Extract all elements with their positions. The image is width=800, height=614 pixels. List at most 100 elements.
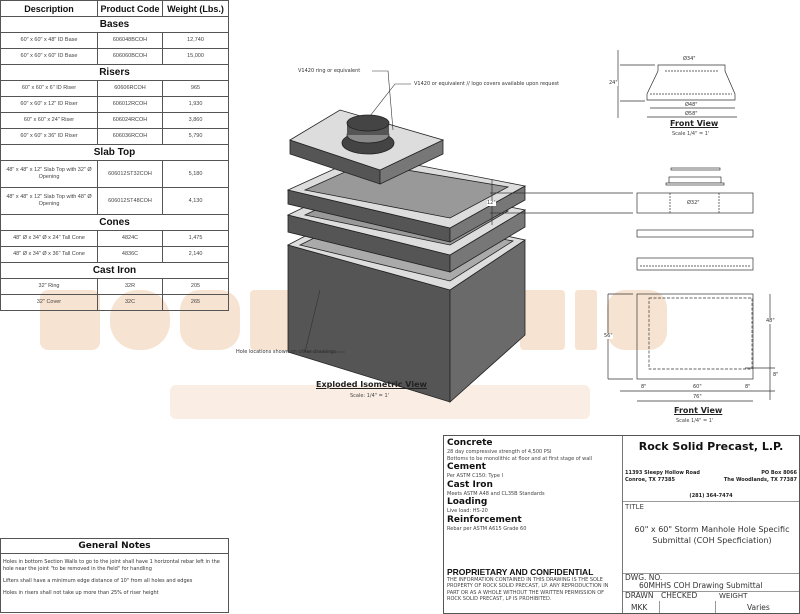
- weight-cell: 5,790: [162, 128, 229, 145]
- base-front-view: [607, 293, 775, 402]
- riser-views: [636, 229, 754, 271]
- weight-cell: 3,860: [162, 112, 229, 129]
- weight-value: Varies: [747, 603, 770, 612]
- cone-view-title: Front View: [670, 119, 719, 128]
- dim-base-inner-height: 48": [766, 318, 775, 324]
- iso-view-scale: Scale: 1/4" = 1': [350, 393, 389, 399]
- weight-cell: 265: [162, 294, 229, 311]
- note-item: Lifters shall have a minimum edge distan…: [3, 578, 193, 584]
- address-1: 11393 Sleepy Hollow Road Conroe, TX 7738…: [625, 470, 700, 484]
- slab-front-view: [490, 180, 754, 225]
- notes-title: General Notes: [1, 539, 228, 554]
- section-header: Slab Top: [0, 144, 229, 161]
- product-code-cell: 606048BCOH: [97, 32, 163, 49]
- dim-slab-height: 12": [487, 200, 496, 206]
- weight-label: WEIGHT: [719, 592, 748, 600]
- table-row: 48" x 48" x 12" Slab Top with 48" Ø Open…: [0, 187, 229, 215]
- description-cell: 60" x 60" x 24" Riser: [0, 112, 98, 129]
- base-view-scale: Scale 1/4" = 1': [676, 418, 714, 424]
- description-cell: 48" x 48" x 12" Slab Top with 48" Ø Open…: [0, 187, 98, 215]
- weight-cell: 4,130: [162, 187, 229, 215]
- cast-iron-views: [665, 167, 725, 186]
- dim-outer-width: 76": [693, 394, 702, 400]
- description-cell: 32" Cover: [0, 294, 98, 311]
- product-code-cell: 606024RCOH: [97, 112, 163, 129]
- spec-heading: Concrete: [447, 438, 493, 448]
- weight-cell: 1,930: [162, 96, 229, 113]
- description-cell: 48" x 48" x 12" Slab Top with 32" Ø Open…: [0, 160, 98, 188]
- description-cell: 60" x 60" x 6" ID Riser: [0, 80, 98, 97]
- callout-holes: Hole locations shown on other drawings: [236, 349, 337, 355]
- proprietary-notice: PROPRIETARY AND CONFIDENTIAL THE INFORMA…: [447, 567, 619, 602]
- description-cell: 60" x 60" x 36" ID Riser: [0, 128, 98, 145]
- spec-heading: Loading: [447, 497, 488, 507]
- dwg-label: DWG. NO.: [625, 573, 663, 582]
- product-code-cell: 606036RCOH: [97, 128, 163, 145]
- company-phone: (281) 364-7474: [689, 493, 733, 499]
- product-code-cell: 4836C: [97, 246, 163, 263]
- spec-line: Bottoms to be monolithic at floor and at…: [447, 455, 593, 462]
- address-1-line-2: Conroe, TX 77385: [625, 477, 675, 483]
- drawing-title: 60" x 60" Storm Manhole Hole Specific Su…: [634, 525, 790, 545]
- dim-slab-opening: Ø32": [687, 200, 700, 206]
- company-name: Rock Solid Precast, L.P.: [638, 440, 784, 453]
- spec-heading: Reinforcement: [447, 514, 522, 525]
- spec-line: Meets ASTM A48 and CL35B Standards: [447, 490, 545, 497]
- callout-cover: V1420 or equivalent // logo covers avail…: [414, 81, 560, 87]
- description-cell: 60" x 60" x 60" ID Base: [0, 48, 98, 65]
- spec-line: Per ASTM C150: Type I: [447, 473, 503, 479]
- col-description: Description: [0, 0, 98, 17]
- col-weight: Weight (Lbs.): [162, 0, 229, 17]
- product-code-cell: 606060BCOH: [97, 48, 163, 65]
- description-cell: 48" Ø x 34" Ø x 24" Tall Cone: [0, 230, 98, 247]
- description-cell: 60" x 60" x 12" ID Riser: [0, 96, 98, 113]
- dim-wall-right: 8": [745, 384, 751, 390]
- table-row: 48" x 48" x 12" Slab Top with 32" Ø Open…: [0, 160, 229, 188]
- note-item: Holes in bottom Section Walls to go to t…: [3, 559, 220, 572]
- product-code-cell: 606012RCOH: [97, 96, 163, 113]
- description-cell: 32" Ring: [0, 278, 98, 295]
- product-code-cell: 606012ST48COH: [97, 187, 163, 215]
- dim-base-height: 56": [604, 333, 613, 339]
- cone-front-view: [617, 50, 737, 118]
- product-code-cell: 4824C: [97, 230, 163, 247]
- spec-line: Live load: HS-20: [447, 508, 488, 514]
- dim-cone-top: Ø34": [683, 56, 696, 62]
- cone-view-scale: Scale 1/4" = 1': [672, 131, 710, 137]
- spec-heading: Cement: [447, 462, 486, 472]
- note-item: Holes in risers shall not take up more t…: [3, 590, 159, 596]
- address-2: PO Box 8066 The Woodlands, TX 77387: [724, 470, 797, 484]
- product-code-cell: 606012ST32COH: [97, 160, 163, 188]
- address-2-line-2: The Woodlands, TX 77387: [723, 477, 797, 483]
- callout-ring: V1420 ring or equivalent: [298, 68, 361, 74]
- dwg-number: 60MHHS COH Drawing Submittal: [639, 581, 763, 590]
- section-header: Risers: [0, 64, 229, 81]
- spec-heading: Cast Iron: [447, 479, 493, 490]
- dim-cone-outer: Ø58": [685, 111, 698, 117]
- section-header: Cones: [0, 214, 229, 231]
- weight-cell: 5,180: [162, 160, 229, 188]
- base-view-title: Front View: [674, 406, 723, 415]
- section-header: Cast Iron: [0, 262, 229, 279]
- description-cell: 60" x 60" x 48" ID Base: [0, 32, 98, 49]
- company-block: Rock Solid Precast, L.P. 11393 Sleepy Ho…: [623, 436, 799, 613]
- drawn-value: MKK: [631, 603, 648, 612]
- callout-lines: [304, 70, 411, 353]
- dim-cone-height: 24": [609, 80, 618, 86]
- isometric-slab-top: [289, 109, 445, 185]
- address-2-line-1: PO Box 8066: [761, 470, 797, 476]
- iso-view-title: Exploded Isometric View: [316, 380, 427, 389]
- weight-cell: 1,475: [162, 230, 229, 247]
- product-code-cell: 32R: [97, 278, 163, 295]
